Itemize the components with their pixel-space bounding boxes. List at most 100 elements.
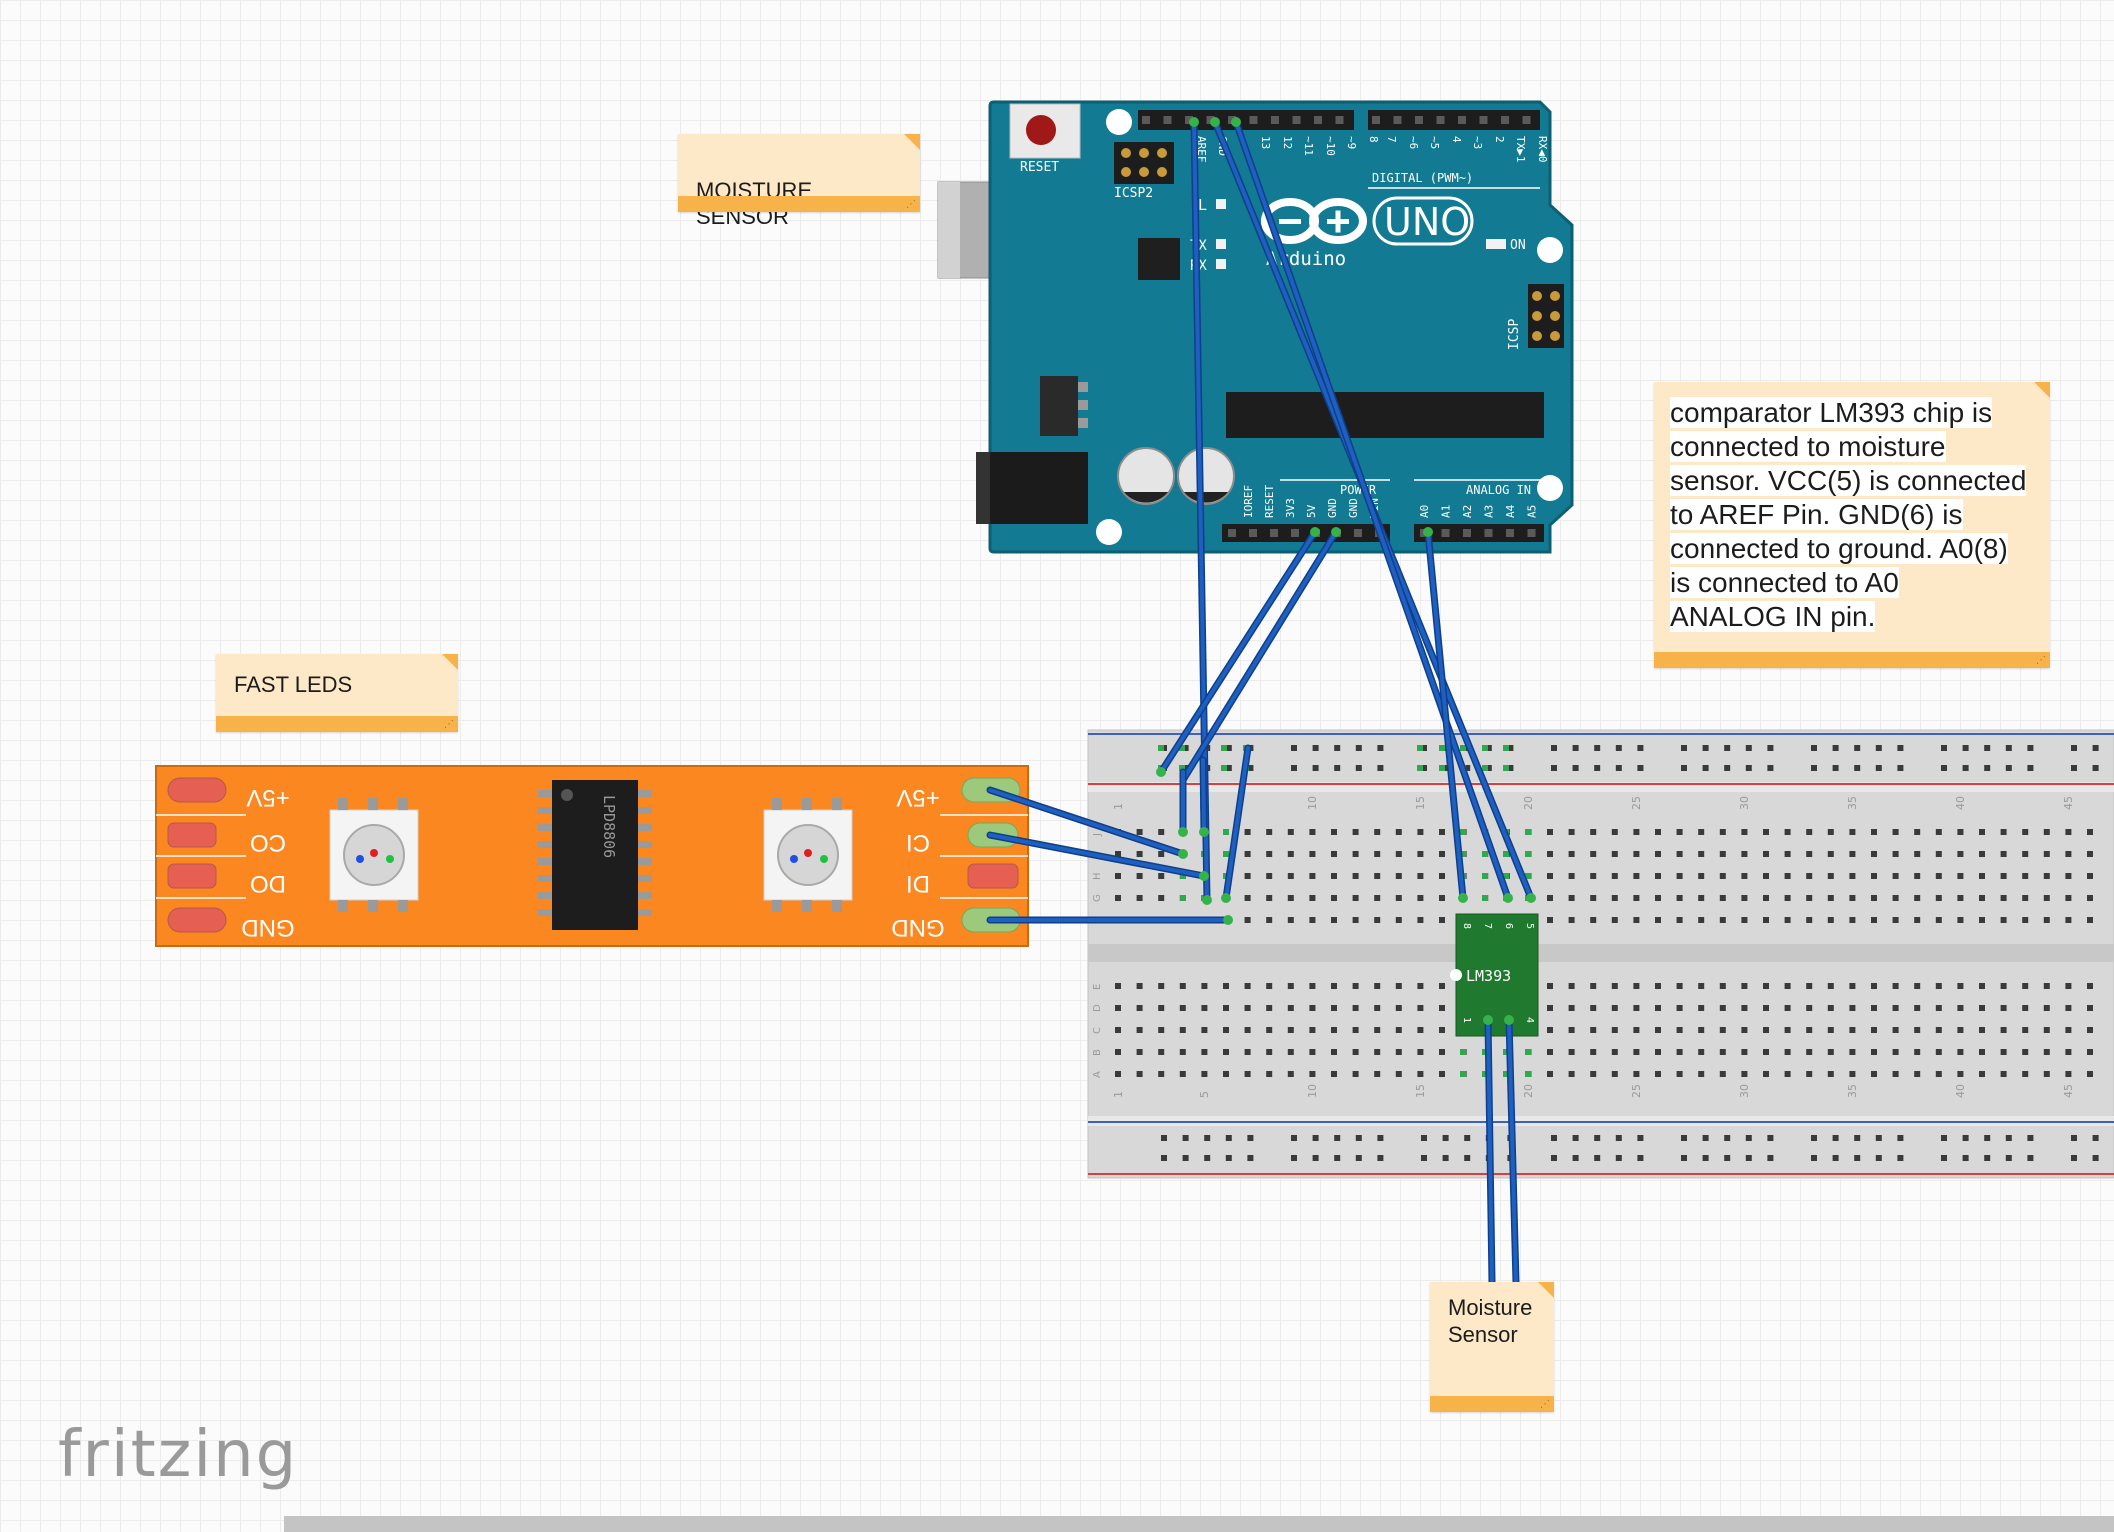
breadboard-hole: [1266, 1071, 1273, 1077]
rail-hole: [2005, 1135, 2012, 1141]
rail-hole: [1615, 1155, 1622, 1161]
wire[interactable]: [1224, 746, 1250, 900]
connected-hole: [1503, 851, 1509, 857]
lm393-top-pin-label: 8: [1461, 923, 1472, 929]
breadboard-hole: [1374, 851, 1381, 857]
lm393-module[interactable]: LM393 87651234: [1450, 913, 1539, 1037]
rail-hole: [1854, 765, 1861, 771]
chip-leg: [538, 807, 552, 814]
breadboard-hole: [1935, 983, 1942, 989]
rgb-led: [763, 798, 853, 912]
breadboard-hole: [1719, 829, 1726, 835]
breadboard-hole: [1590, 895, 1597, 901]
column-number: 25: [1630, 796, 1643, 810]
breadboard-hole: [2065, 873, 2072, 879]
breadboard[interactable]: 115510101515202025253030353540404545 JIH…: [1087, 729, 2114, 1179]
breadboard-hole: [1331, 917, 1337, 923]
wire[interactable]: [988, 833, 1206, 878]
wire[interactable]: [1507, 1018, 1518, 1284]
rail-hole: [2092, 1155, 2099, 1161]
breadboard-hole: [1827, 873, 1834, 879]
breadboard-hole: [1568, 829, 1575, 835]
breadboard-hole: [1698, 1027, 1705, 1033]
resize-grip-icon[interactable]: ⋰: [2036, 655, 2046, 666]
wire[interactable]: [988, 788, 1185, 856]
rail-hole: [1464, 765, 1471, 771]
connected-hole: [1503, 873, 1509, 879]
resize-grip-icon[interactable]: ⋰: [906, 199, 916, 210]
digital-pin-label: 2: [1493, 136, 1506, 143]
breadboard-hole: [1309, 983, 1316, 989]
rail-hole: [1291, 1135, 1297, 1141]
pin-hole: [1228, 529, 1236, 537]
breadboard-hole: [1331, 1027, 1337, 1033]
wire[interactable]: [1486, 1018, 1494, 1284]
note-moisture-sensor-small[interactable]: Moisture Sensor ⋰: [1430, 1282, 1554, 1412]
wire[interactable]: [1181, 530, 1338, 782]
note-comparator-line: is connected to A0: [1670, 567, 1899, 598]
note-moisture-small-line: Sensor: [1448, 1322, 1518, 1347]
wire[interactable]: [1234, 120, 1510, 900]
breadboard-hole: [2043, 895, 2050, 901]
breadboard-hole: [1914, 829, 1921, 835]
rail-hole: [1464, 1155, 1471, 1161]
wire-endpoint: [1423, 527, 1433, 537]
resize-grip-icon[interactable]: ⋰: [1540, 1399, 1550, 1410]
wire-endpoint: [1503, 893, 1513, 903]
note-moisture-sensor[interactable]: MOISTURE SENSOR ⋰: [678, 134, 920, 229]
breadboard-hole: [1611, 1027, 1618, 1033]
breadboard-hole: [2087, 1049, 2093, 1055]
breadboard-hole: [1266, 851, 1273, 857]
usb-connector-edge: [938, 182, 960, 278]
rail-hole: [1182, 1135, 1189, 1141]
rail-hole: [1225, 1155, 1232, 1161]
analog-pin-label: A3: [1483, 505, 1496, 518]
breadboard-hole: [1266, 1005, 1273, 1011]
breadboard-hole: [1849, 873, 1856, 879]
note-comparator-line: comparator LM393 chip is: [1670, 397, 1993, 428]
breadboard-hole: [2022, 829, 2029, 835]
note-fast-leds-text: FAST LEDS: [234, 672, 353, 697]
note-fast-leds[interactable]: FAST LEDS ⋰: [216, 654, 458, 732]
wire[interactable]: [1201, 758, 1206, 834]
arduino-uno-board[interactable]: RESET ICSP2 AREFGND1312~11~10~987~6~54~3…: [937, 100, 1574, 554]
led-right-pin-label: DI: [906, 870, 930, 897]
rail-hole: [2027, 745, 2034, 751]
breadboard-hole: [1439, 1027, 1445, 1033]
breadboard-hole: [1115, 873, 1121, 879]
breadboard-hole: [1331, 851, 1337, 857]
power-label: POWER: [1340, 483, 1377, 497]
horizontal-scrollbar[interactable]: [284, 1516, 2114, 1532]
breadboard-hole: [1741, 873, 1748, 879]
breadboard-hole: [1633, 1049, 1640, 1055]
breadboard-hole: [1374, 1071, 1381, 1077]
led-left-pin-label: DO: [250, 870, 286, 897]
resize-grip-icon[interactable]: ⋰: [444, 719, 454, 730]
breadboard-hole: [1935, 1049, 1942, 1055]
analog-pin-label: A1: [1440, 505, 1453, 518]
wire-endpoint: [1331, 527, 1341, 537]
rail-hole: [2071, 745, 2077, 751]
rail-hole: [1897, 1155, 1904, 1161]
breadboard-hole: [1849, 917, 1856, 923]
wire-endpoint: [1483, 1015, 1493, 1025]
wire[interactable]: [1426, 530, 1465, 900]
breadboard-hole: [2000, 1071, 2007, 1077]
rail-hole: [1442, 1155, 1449, 1161]
wire-endpoint: [1210, 117, 1220, 127]
breadboard-hole: [1590, 851, 1597, 857]
wire-endpoint: [1310, 527, 1320, 537]
reset-button-cap[interactable]: [1026, 115, 1056, 145]
breadboard-hole: [1287, 1071, 1294, 1077]
rail-hole: [1854, 1155, 1861, 1161]
note-comparator[interactable]: comparator LM393 chip is connected to mo…: [1654, 382, 2050, 668]
breadboard-hole: [1676, 873, 1683, 879]
breadboard-hole: [1914, 1005, 1921, 1011]
arduino-board-outline: [988, 100, 1574, 554]
wire[interactable]: [1159, 530, 1317, 774]
rail-hole: [2027, 1155, 2034, 1161]
lm393-top-pin-label: 5: [1524, 923, 1535, 929]
breadboard-hole: [1633, 895, 1640, 901]
